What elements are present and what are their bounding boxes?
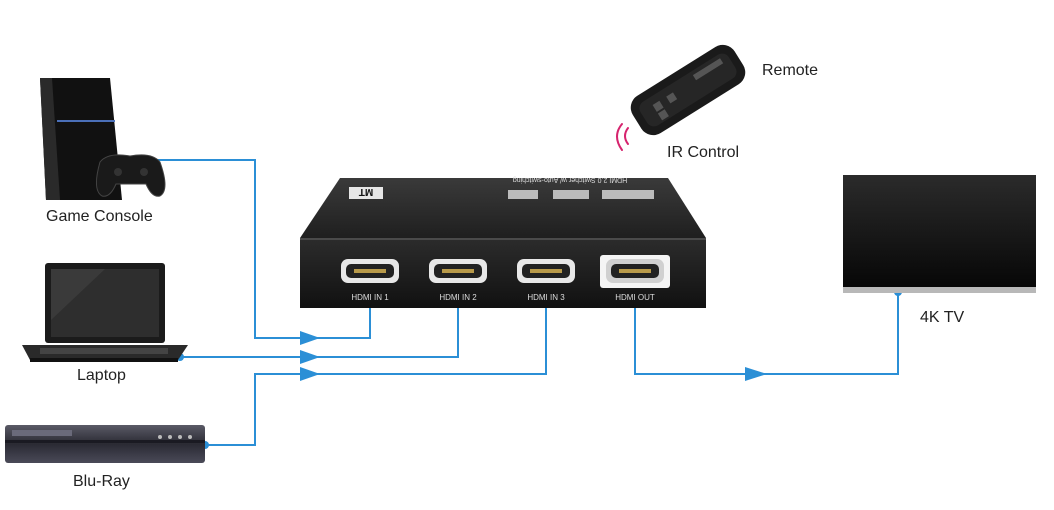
arrow-out <box>745 367 767 381</box>
game-console-icon <box>40 78 166 200</box>
label-remote: Remote <box>762 62 819 79</box>
laptop-icon <box>22 263 188 362</box>
hdmi-switcher: MT HDMI 2.0 Switcher w/ Auto-switching H… <box>300 176 706 308</box>
hdmi-port-in-2: HDMI IN 2 <box>429 259 487 302</box>
bluray-player-icon <box>5 425 205 463</box>
port-label-in-1: HDMI IN 1 <box>351 293 389 302</box>
cable-game-console <box>146 159 371 339</box>
label-bluray: Blu-Ray <box>73 473 130 490</box>
cable-bluray <box>205 280 547 446</box>
hdmi-port-in-1: HDMI IN 1 <box>341 259 399 302</box>
switcher-brand: MT <box>359 186 373 197</box>
label-game-console: Game Console <box>46 208 153 225</box>
arrow-in-2 <box>300 350 320 364</box>
ir-signal-icon <box>616 123 629 151</box>
arrow-in-1 <box>300 331 320 345</box>
remote-icon <box>630 44 746 136</box>
switcher-model-text: HDMI 2.0 Switcher w/ Auto-switching <box>513 176 627 183</box>
label-ir-control: IR Control <box>667 144 740 161</box>
port-label-in-2: HDMI IN 2 <box>439 293 477 302</box>
cable-arrows <box>300 331 767 381</box>
label-tv: 4K TV <box>920 309 965 326</box>
port-label-out: HDMI OUT <box>615 293 655 302</box>
port-label-in-3: HDMI IN 3 <box>527 293 565 302</box>
switcher-logo-plate <box>349 187 383 199</box>
arrow-in-3 <box>300 367 320 381</box>
label-laptop: Laptop <box>77 367 126 384</box>
hdmi-port-out: HDMI OUT <box>600 255 670 302</box>
tv-icon <box>843 175 1036 293</box>
hdmi-port-in-3: HDMI IN 3 <box>517 259 575 302</box>
